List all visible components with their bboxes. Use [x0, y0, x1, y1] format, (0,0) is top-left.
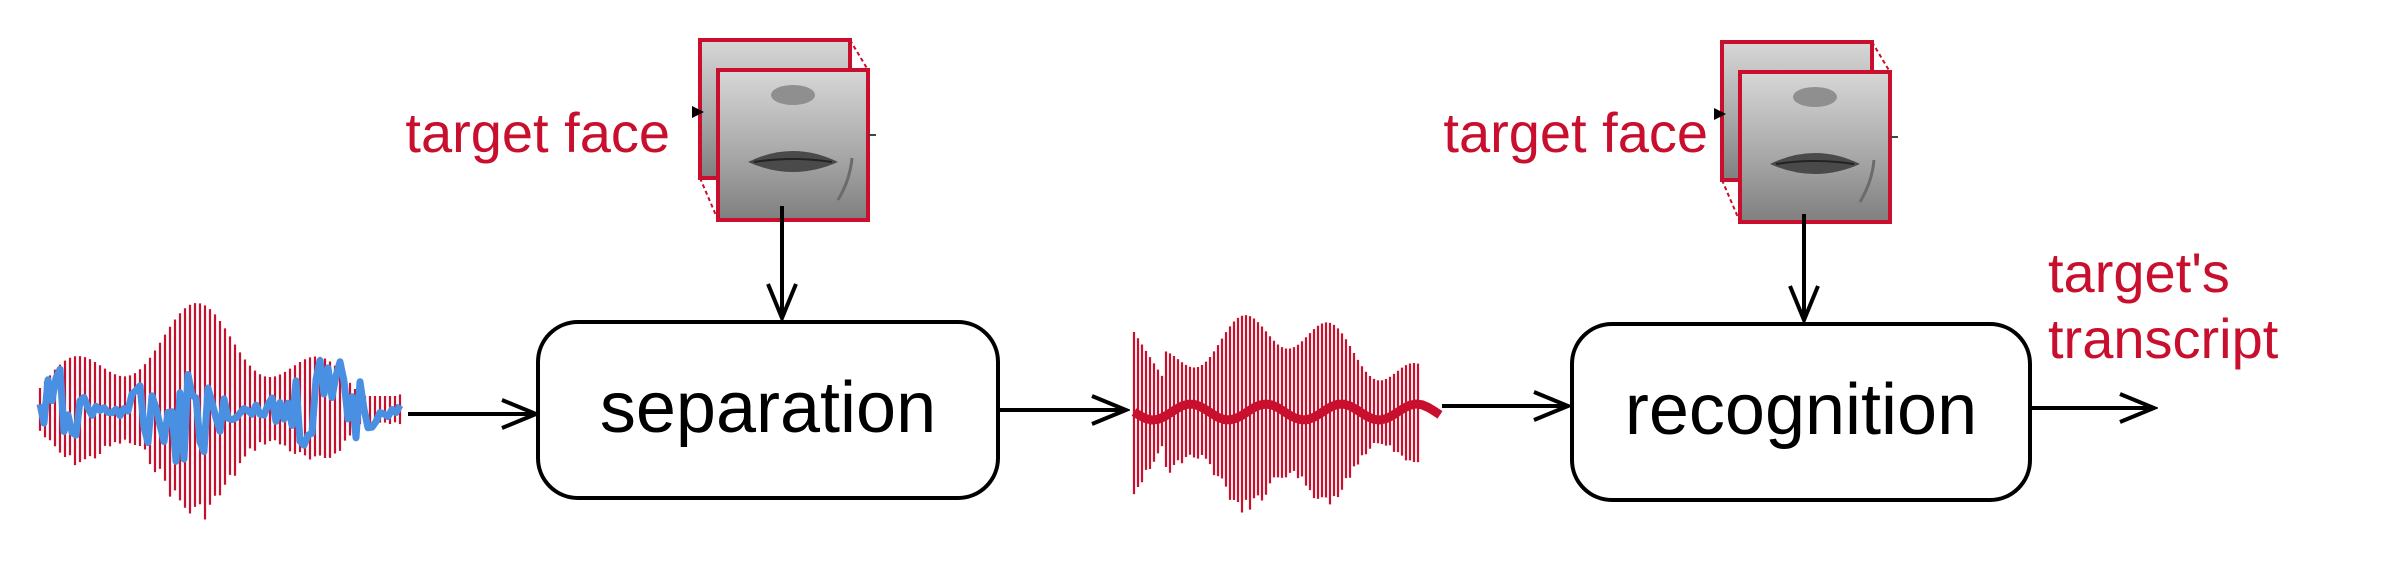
separation-box: separation	[536, 320, 1000, 500]
separation-label: separation	[600, 368, 936, 448]
face-thumbnail-icon-left	[692, 38, 876, 222]
recognition-label: recognition	[1625, 370, 1977, 450]
output-label-line1: target's	[2048, 241, 2230, 304]
separated-waveform-icon	[1131, 315, 1443, 513]
mixed-waveform-icon	[36, 303, 404, 520]
recognition-box: recognition	[1570, 322, 2032, 502]
right-target-face-label: target face	[1443, 101, 1708, 164]
left-target-face-label: target face	[405, 101, 670, 164]
output-label-line2: transcript	[2048, 307, 2279, 370]
face-thumbnail-icon-right	[1714, 40, 1898, 224]
